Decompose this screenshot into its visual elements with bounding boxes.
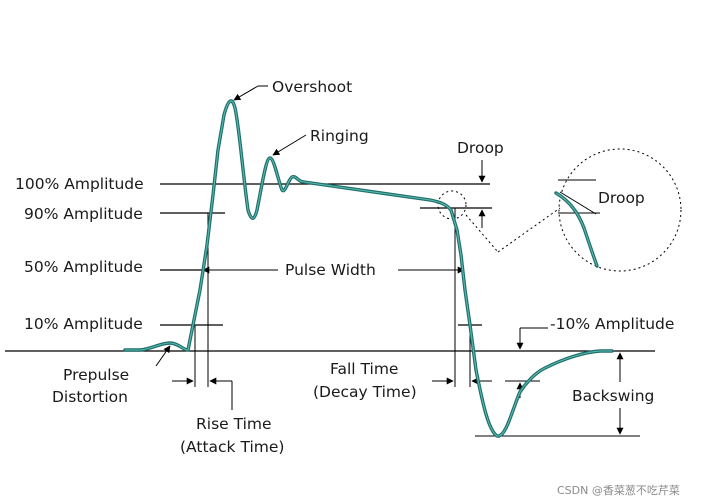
backswing-label: Backswing [572, 387, 654, 405]
watermark: CSDN @香菜葱不吃芹菜 [557, 484, 680, 497]
amp10-label: 10% Amplitude [24, 315, 143, 333]
prepulse-label-line2: Distortion [52, 388, 128, 406]
amp90-label: 90% Amplitude [24, 205, 143, 223]
prepulse-label-line1: Prepulse [63, 366, 129, 384]
rise-label-line2: (Attack Time) [180, 438, 284, 456]
zoom-waveform-highlight [555, 192, 598, 267]
overshoot-label: Overshoot [272, 78, 352, 96]
ringing-arrow [272, 134, 307, 156]
amp100-label: 100% Amplitude [15, 175, 144, 193]
zoom-connector-2 [497, 207, 561, 253]
amp50-label: 50% Amplitude [24, 258, 143, 276]
ringing-label: Ringing [310, 127, 369, 145]
droop-zoom-label: Droop [598, 189, 645, 207]
fall-label-line2: (Decay Time) [313, 383, 417, 401]
droop-zoom-circle [558, 148, 682, 272]
prepulse-leader [155, 345, 171, 367]
neg10-label: -10% Amplitude [550, 315, 674, 333]
pulse-waveform-highlight [125, 100, 612, 437]
pulse-width-label: Pulse Width [285, 261, 376, 279]
fall-label-line1: Fall Time [330, 360, 398, 378]
droop-label: Droop [457, 139, 504, 157]
rise-label-line1: Rise Time [196, 415, 272, 433]
zoom-connector [465, 214, 499, 253]
overshoot-arrow [233, 85, 259, 101]
zoom-ref-line-bottom [559, 191, 597, 215]
